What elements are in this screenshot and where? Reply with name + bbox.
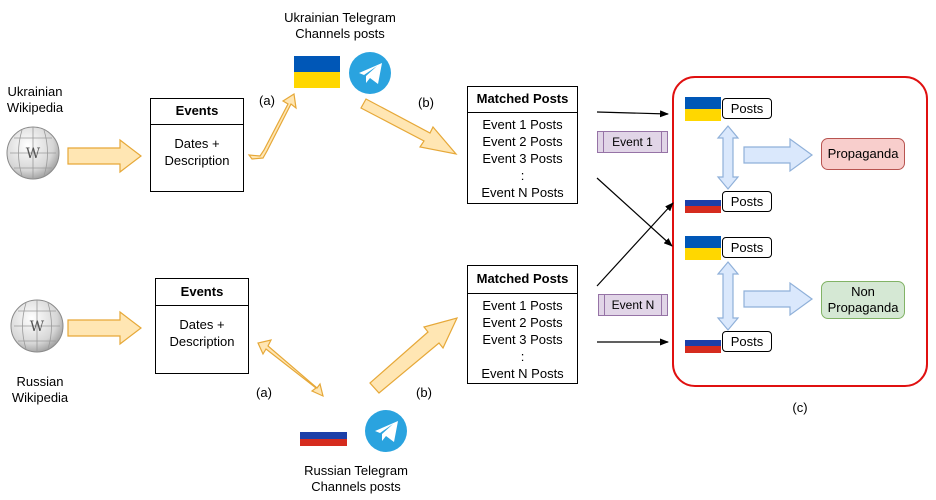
step-a-top-label: (a)	[259, 93, 275, 108]
events-box-top: Events Dates + Description	[150, 98, 244, 192]
matched-posts-line: Event N Posts	[481, 185, 564, 200]
matched-posts-line: :	[520, 349, 525, 364]
step-c-label: (c)	[792, 400, 808, 415]
matched-posts-title: Matched Posts	[468, 266, 577, 294]
matched-posts-line: Event 1 Posts	[482, 298, 563, 313]
step-b-bottom-label: (b)	[416, 385, 432, 400]
svg-text:W: W	[26, 146, 41, 162]
events-box-bottom: Events Dates + Description	[155, 278, 249, 374]
matched-posts-list: Event 1 Posts Event 2 Posts Event 3 Post…	[468, 294, 577, 382]
posts-box-ru-bottom: Posts	[722, 331, 772, 352]
posts-box-ua-top: Posts	[722, 98, 772, 119]
non-propaganda-label: Non Propaganda	[821, 281, 905, 319]
matched-posts-line: :	[520, 168, 525, 183]
arrow-bottom-matched-to-ru-posts	[596, 202, 674, 287]
ukraine-flag-icon	[685, 236, 721, 260]
wikipedia-globe-icon: W	[10, 299, 64, 353]
ukraine-flag-icon	[685, 97, 721, 121]
events-box-title: Events	[156, 279, 248, 306]
arrow-to-propaganda	[743, 137, 814, 173]
events-box-title: Events	[151, 99, 243, 125]
ukraine-flag-icon	[294, 56, 340, 88]
telegram-icon	[365, 410, 407, 452]
posts-box-ua-bottom: Posts	[722, 237, 772, 258]
event-1-tag: Event 1	[597, 131, 668, 153]
events-box-body: Dates + Description	[169, 317, 235, 349]
matched-posts-line: Event 1 Posts	[482, 117, 563, 132]
arrow-ua-wiki-to-events	[67, 138, 142, 174]
ua-telegram-label: Ukrainian Telegram Channels posts	[284, 10, 396, 41]
arrow-ua-telegram-to-matched	[360, 98, 458, 155]
double-arrow-bottom-pair	[716, 261, 740, 331]
double-arrow-top-pair	[716, 125, 740, 190]
matched-posts-title: Matched Posts	[468, 87, 577, 113]
wikipedia-globe-icon: W	[6, 126, 60, 180]
arrow-to-non-propaganda	[743, 281, 814, 317]
classification-frame	[672, 76, 928, 387]
posts-box-ru-top: Posts	[722, 191, 772, 212]
russia-flag-icon	[300, 425, 347, 446]
arrow-events-ru-telegram	[257, 339, 324, 398]
ru-telegram-label: Russian Telegram Channels posts	[304, 463, 408, 494]
matched-posts-line: Event 2 Posts	[482, 134, 563, 149]
matched-posts-box-bottom: Matched Posts Event 1 Posts Event 2 Post…	[467, 265, 578, 384]
event-n-tag: Event N	[598, 294, 668, 316]
matched-posts-line: Event N Posts	[481, 366, 564, 381]
ua-wikipedia-label: Ukrainian Wikipedia	[6, 84, 64, 115]
arrow-events-ua-telegram	[247, 92, 297, 160]
ru-wikipedia-label: Russian Wikipedia	[11, 374, 69, 405]
step-a-bottom-label: (a)	[256, 385, 272, 400]
propaganda-label: Propaganda	[821, 138, 905, 170]
arrow-ru-wiki-to-events	[67, 310, 142, 346]
arrow-top-matched-to-ua-posts	[596, 110, 669, 118]
matched-posts-list: Event 1 Posts Event 2 Posts Event 3 Post…	[468, 113, 577, 201]
svg-text:W: W	[30, 319, 45, 335]
arrow-ru-telegram-to-matched	[369, 317, 459, 394]
matched-posts-line: Event 3 Posts	[482, 151, 563, 166]
matched-posts-line: Event 3 Posts	[482, 332, 563, 347]
matched-posts-box-top: Matched Posts Event 1 Posts Event 2 Post…	[467, 86, 578, 204]
events-box-body: Dates + Description	[164, 136, 230, 168]
telegram-icon	[349, 52, 391, 94]
matched-posts-line: Event 2 Posts	[482, 315, 563, 330]
arrow-top-matched-to-lower-ua-posts	[596, 177, 673, 247]
russia-flag-icon	[685, 333, 721, 353]
russia-flag-icon	[685, 193, 721, 213]
step-b-top-label: (b)	[418, 95, 434, 110]
